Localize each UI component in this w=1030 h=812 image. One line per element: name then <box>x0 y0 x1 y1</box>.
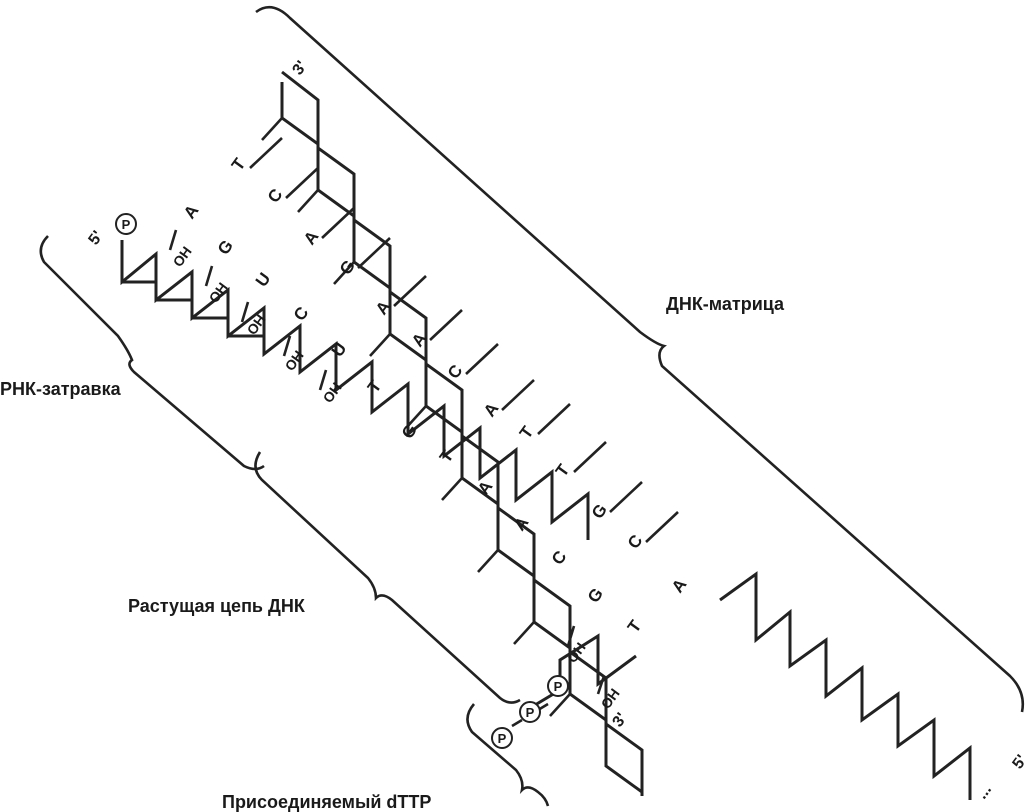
growing-strand-sugar-links <box>122 280 264 338</box>
growing-chain-brace <box>254 451 521 704</box>
incoming-label: Присоединяемый dTTP <box>222 792 431 812</box>
base-pair-bonds <box>249 137 679 543</box>
growing-base: U <box>328 339 351 360</box>
template-base: T <box>228 154 250 174</box>
phosphate-label: P <box>122 217 131 232</box>
hydroxyl-label: OH <box>597 685 622 711</box>
five-prime-label: 5' <box>85 228 106 248</box>
template-strand-backbone <box>281 70 644 796</box>
template-base: G <box>588 500 611 522</box>
growing-strand-backbone <box>120 240 590 540</box>
template-base: T <box>552 460 574 480</box>
template-base: A <box>300 227 323 248</box>
growing-base: T <box>364 376 386 396</box>
growing-strand-5-end: 5' P <box>85 213 137 248</box>
continuation-dots: ... <box>973 782 995 803</box>
template-base: T <box>516 422 538 442</box>
template-bases: T C A G A A C A T T G C A <box>228 154 691 596</box>
template-unpaired-region <box>719 571 972 800</box>
growing-base: C <box>548 547 571 568</box>
phosphate-label: P <box>554 679 563 694</box>
growing-base: G <box>398 420 421 442</box>
primer-label: РНК-затравка <box>0 379 122 399</box>
template-base: A <box>668 575 691 596</box>
growing-chain-label: Растущая цепь ДНК <box>128 596 306 616</box>
template-base: C <box>264 185 287 206</box>
template-base: C <box>624 531 647 552</box>
phosphate-label: P <box>498 731 507 746</box>
phosphate-circle <box>115 213 137 235</box>
phosphate-circle <box>519 701 541 723</box>
growing-base: C <box>290 303 313 324</box>
template-rungs <box>261 117 571 717</box>
template-base: A <box>480 399 503 420</box>
growing-base: T <box>624 616 646 636</box>
template-label: ДНК-матрица <box>666 294 785 314</box>
template-5-prime-label: 5' <box>1009 752 1030 772</box>
primer-brace <box>39 235 265 471</box>
growing-base: U <box>252 269 275 290</box>
incoming-brace <box>466 703 550 807</box>
growing-base: A <box>180 201 203 222</box>
growing-base: G <box>214 236 237 258</box>
growing-base: G <box>584 584 607 606</box>
phosphate-circle <box>547 675 569 697</box>
phosphate-label: P <box>526 705 535 720</box>
template-brace <box>255 5 1025 713</box>
template-base: G <box>336 256 359 278</box>
growing-base: A <box>474 477 497 498</box>
hydroxyl-label: OH <box>169 243 194 269</box>
phosphate-circle <box>491 727 513 749</box>
template-3-prime-label: 3' <box>289 58 310 78</box>
